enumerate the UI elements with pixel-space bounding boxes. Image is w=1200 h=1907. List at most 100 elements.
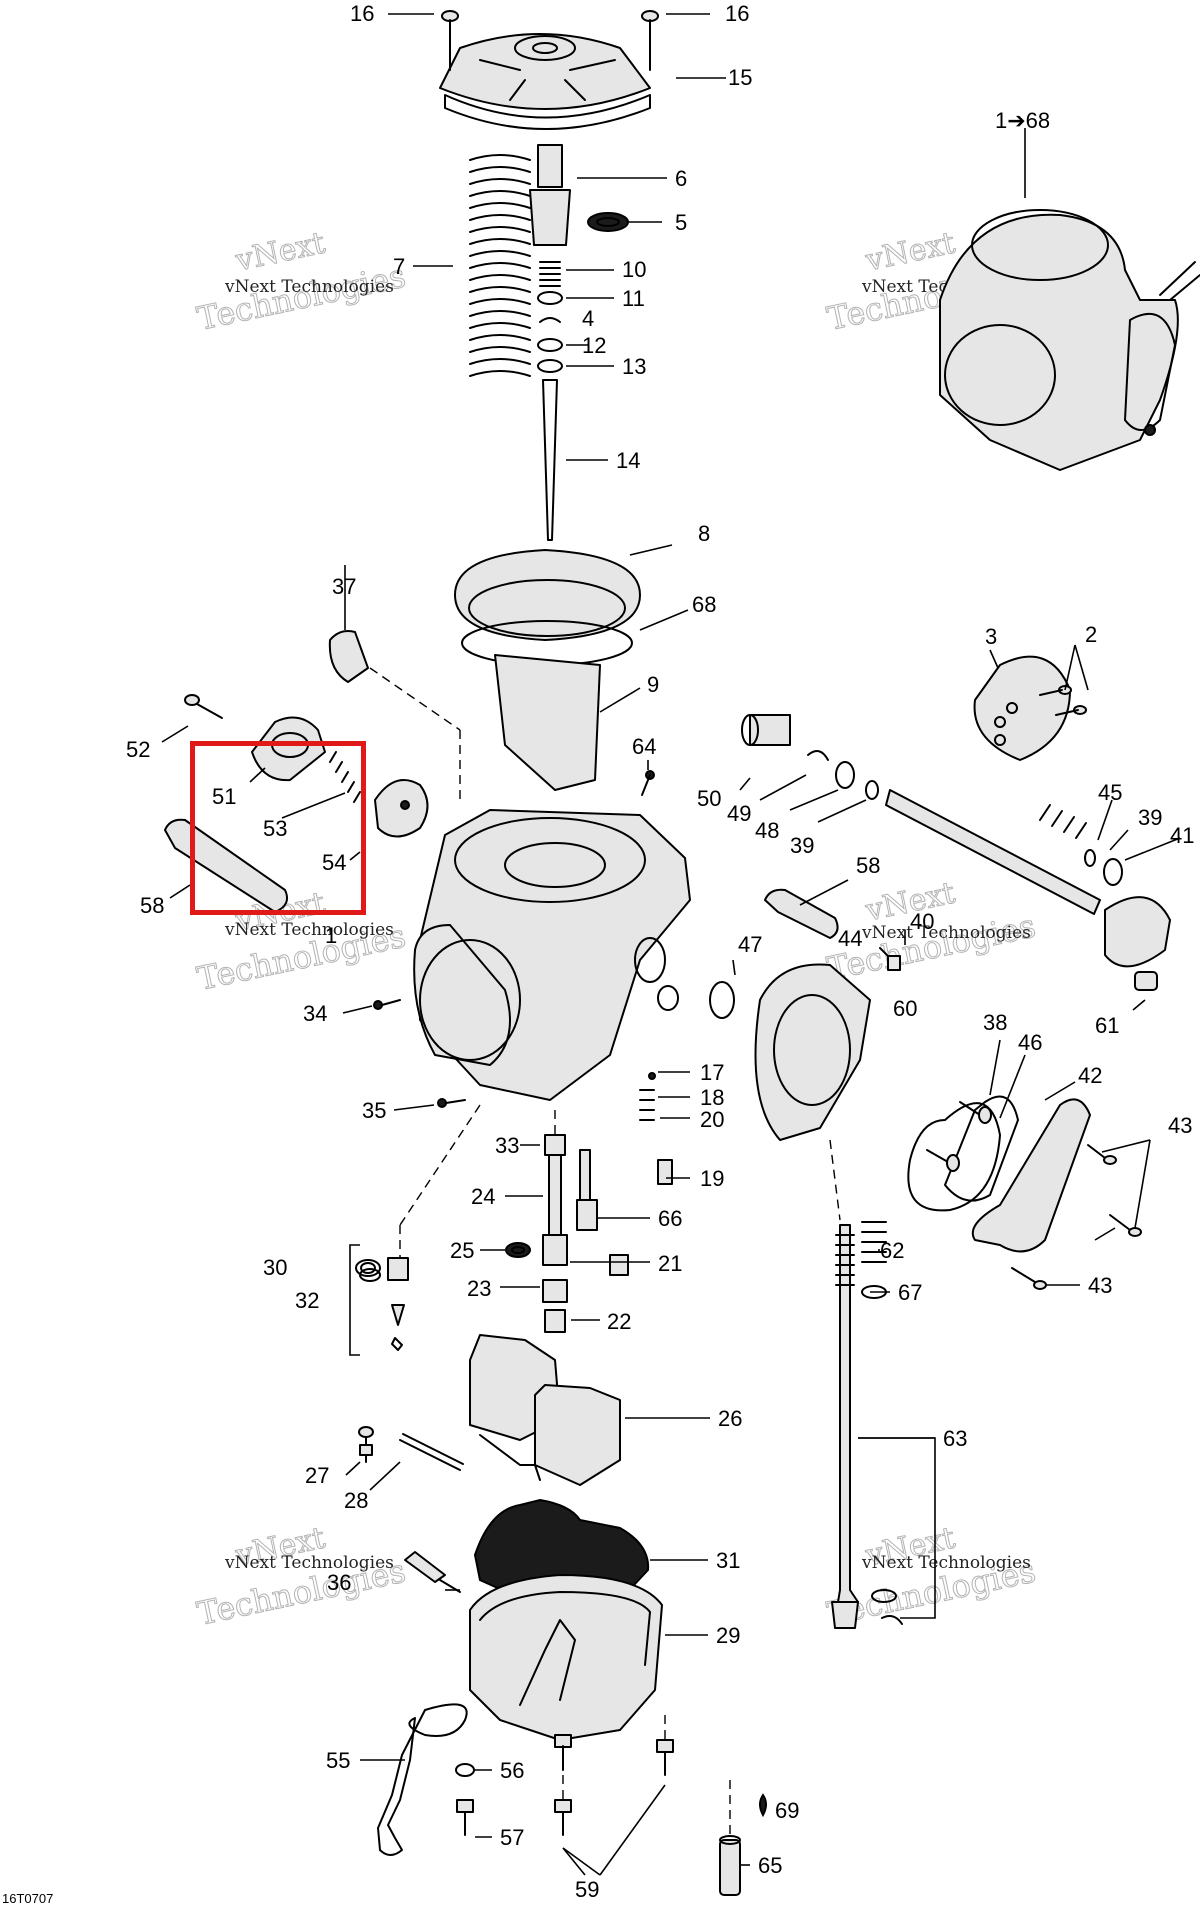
callout-label: 24 (471, 1184, 495, 1209)
watermark-label: vNext Technologies (224, 277, 394, 297)
washer-icon (871, 1589, 897, 1603)
diagram-code: 16T0707 (2, 1891, 53, 1906)
callout-label: 28 (344, 1488, 368, 1513)
idle-adjust-cap (328, 630, 369, 683)
callout-label: 49 (727, 801, 751, 826)
callout-label: 20 (700, 1107, 724, 1132)
mixture-screw-head (657, 1159, 673, 1185)
pump-diaphragm-gasket (944, 1095, 1019, 1202)
throttle-valve-disc (973, 655, 1071, 761)
diaphragm-assembly (328, 549, 641, 800)
callout-label: 52 (126, 737, 150, 762)
o-ring-icon (505, 1242, 531, 1258)
float-bowl (469, 1574, 663, 1741)
callout-label: 46 (1018, 1030, 1042, 1055)
choke-parts-group (164, 694, 429, 913)
screw-icon (373, 1000, 383, 1010)
inset-hose (1124, 312, 1176, 431)
carburetor-top-cap (439, 33, 651, 110)
fluid-drop-icon (759, 1793, 767, 1818)
callout-label: 34 (303, 1001, 327, 1026)
callout-label: 30 (263, 1255, 287, 1280)
callout-label: 9 (647, 672, 659, 697)
callout-label: 4 (582, 306, 594, 331)
screw-icon (879, 947, 901, 971)
drain-screw-icon (404, 1551, 461, 1593)
inset-inlet (944, 324, 1056, 426)
overflow-hose (377, 1703, 468, 1856)
washer-icon (537, 291, 563, 305)
callout-label: 56 (500, 1758, 524, 1783)
callout-label: 17 (700, 1060, 724, 1085)
callout-label: 64 (632, 734, 656, 759)
washer-icon (455, 1763, 475, 1777)
screw-icon (926, 1149, 960, 1172)
screw-icon (358, 1426, 374, 1463)
callout-label: 12 (582, 333, 606, 358)
float-valve-seat (387, 1257, 409, 1281)
callout-label: 58 (856, 853, 880, 878)
screw-icon (184, 694, 223, 719)
o-ring-icon (359, 1268, 381, 1282)
callout-label: 36 (327, 1570, 351, 1595)
callout-label: 22 (607, 1309, 631, 1334)
e-clip-icon (807, 750, 829, 761)
callout-label: 48 (755, 818, 779, 843)
float-bowl-assembly (377, 1498, 767, 1896)
callout-label: 67 (898, 1280, 922, 1305)
inset-top-cap (971, 209, 1109, 281)
needle-jet-head (544, 1134, 566, 1156)
callout-label: 54 (322, 850, 346, 875)
callout-label: 10 (622, 257, 646, 282)
callout-label: 16 (725, 1, 749, 26)
screw-icon (437, 1098, 447, 1108)
screw-thread (835, 1234, 855, 1286)
callout-label: 19 (700, 1166, 724, 1191)
drain-plug-cap (719, 1839, 741, 1896)
callout-label: 43 (1088, 1273, 1112, 1298)
jet-holder-lower (542, 1279, 568, 1303)
callout-label: 43 (1168, 1113, 1192, 1138)
watermark-label: vNext Technologies (224, 1553, 394, 1573)
callout-label: 8 (698, 521, 710, 546)
screw-icon (441, 10, 459, 71)
screw-icon (456, 1799, 474, 1836)
callout-label: 57 (500, 1825, 524, 1850)
callout-label: 45 (1098, 780, 1122, 805)
callout-label: 40 (910, 909, 934, 934)
diaphragm (454, 549, 641, 641)
washer-icon (537, 359, 563, 373)
callout-label: 21 (658, 1251, 682, 1276)
callout-label: 60 (893, 996, 917, 1021)
throttle-spring (1039, 804, 1087, 839)
mixture-spring (639, 1089, 655, 1121)
screw-icon (641, 10, 659, 71)
float-needle (391, 1304, 405, 1326)
watermark-label: vNext Technologies (861, 1553, 1031, 1573)
callout-label: 65 (758, 1853, 782, 1878)
needle-holder (529, 189, 571, 246)
callout-label: 68 (692, 592, 716, 617)
screw-knob (831, 1601, 859, 1629)
callout-label: 25 (450, 1238, 474, 1263)
o-ring-icon (587, 212, 629, 232)
bracket-32 (349, 1244, 360, 1356)
watermark-label: vNext Technologies (224, 920, 394, 940)
callout-label: 59 (575, 1877, 599, 1902)
float-needle-group (349, 1244, 409, 1356)
callout-label: 51 (212, 784, 236, 809)
callout-label: 3 (985, 624, 997, 649)
screw-icon (1055, 705, 1087, 716)
callout-label: 15 (728, 65, 752, 90)
throttle-slide (494, 654, 601, 791)
screw-icon (1011, 1267, 1047, 1290)
long-mixture-screw (837, 1224, 859, 1616)
callout-label: 23 (467, 1276, 491, 1301)
callout-label: 39 (1138, 805, 1162, 830)
slide-return-spring (469, 154, 531, 377)
callout-label: 35 (362, 1098, 386, 1123)
assembled-carburetor-inset (939, 128, 1200, 471)
o-ring-icon (865, 780, 879, 800)
